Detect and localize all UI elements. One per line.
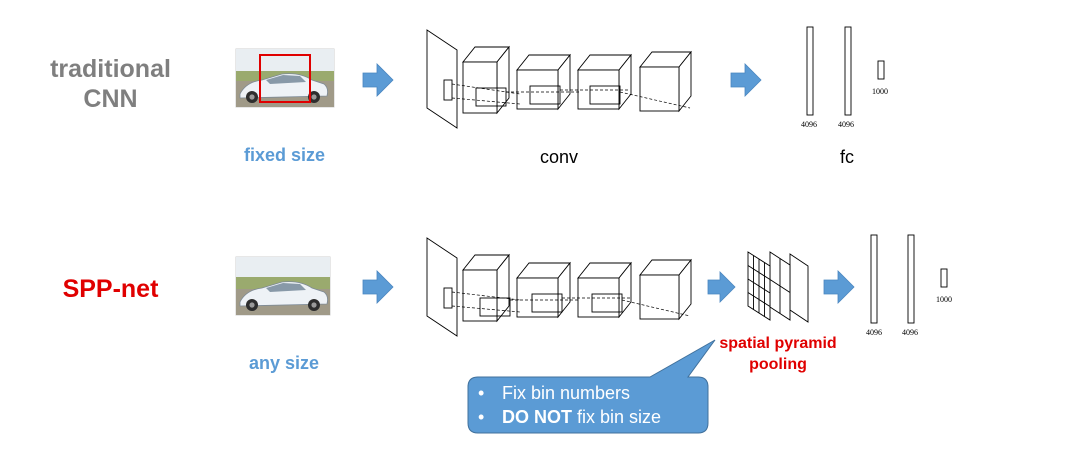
input-image-fixed bbox=[235, 48, 335, 108]
conv-block bbox=[639, 258, 692, 321]
conv-stack bbox=[426, 29, 692, 129]
input-volume bbox=[426, 237, 458, 337]
arrow-right bbox=[707, 271, 736, 303]
pyramid-level-4x4 bbox=[747, 251, 771, 321]
fc-layer bbox=[870, 234, 878, 324]
arrow-right bbox=[362, 63, 394, 97]
traditional-cnn-title: traditional CNN bbox=[48, 54, 173, 114]
callout-bullet-2: • DO NOT fix bin size bbox=[478, 407, 661, 428]
spp-label: spatial pyramid pooling bbox=[712, 333, 844, 375]
any-size-caption: any size bbox=[249, 353, 320, 373]
callout-bubble bbox=[467, 339, 716, 434]
arrow-right bbox=[362, 270, 394, 304]
fc-label: fc bbox=[840, 147, 855, 167]
fc-layers bbox=[806, 26, 885, 116]
fixed-size-caption: fixed size bbox=[244, 145, 326, 165]
callout-bullet-1: • Fix bin numbers bbox=[478, 383, 630, 404]
conv-block bbox=[577, 53, 632, 111]
bullet-2-bold: DO NOT bbox=[502, 407, 572, 427]
conv-stack bbox=[426, 237, 692, 337]
receptive-lines bbox=[451, 291, 691, 317]
input-volume bbox=[426, 29, 458, 129]
fc-size-label: 4096 bbox=[866, 328, 882, 337]
title-line-2: CNN bbox=[83, 85, 138, 113]
fc-layer bbox=[940, 268, 948, 288]
conv-block bbox=[516, 53, 571, 111]
pyramid-level-2x2 bbox=[769, 251, 791, 321]
fc-layer bbox=[907, 234, 915, 324]
conv-block bbox=[639, 50, 692, 113]
bullet-dot: • bbox=[478, 383, 485, 403]
spp-label-line-2: pooling bbox=[749, 356, 807, 373]
conv-block bbox=[462, 253, 511, 323]
spp-label-line-1: spatial pyramid bbox=[719, 335, 837, 352]
fc-size-label: 4096 bbox=[902, 328, 918, 337]
bullet-2-text: fix bin size bbox=[572, 407, 662, 427]
title-line-1: traditional bbox=[50, 55, 171, 83]
bullet-dot: • bbox=[478, 407, 485, 427]
fc-size-label: 1000 bbox=[872, 87, 888, 96]
spp-grids bbox=[747, 251, 809, 323]
crop-box bbox=[259, 54, 311, 103]
fc-size-label: 1000 bbox=[936, 295, 952, 304]
arrow-right bbox=[730, 63, 762, 97]
receptive-lines bbox=[451, 83, 691, 109]
sppnet-title: SPP-net bbox=[62, 275, 159, 303]
fc-layers bbox=[870, 234, 948, 324]
conv-block bbox=[516, 261, 571, 319]
fc-size-label: 4096 bbox=[838, 120, 854, 129]
fc-layer bbox=[877, 60, 885, 80]
arrow-right bbox=[823, 270, 855, 304]
fc-layer bbox=[806, 26, 814, 116]
conv-block bbox=[462, 45, 510, 115]
fc-size-label: 4096 bbox=[801, 120, 817, 129]
fc-layer bbox=[844, 26, 852, 116]
bullet-1-text: Fix bin numbers bbox=[502, 383, 631, 403]
conv-block bbox=[577, 261, 632, 319]
pyramid-level-1x1 bbox=[789, 253, 809, 323]
input-image-any bbox=[235, 256, 331, 316]
conv-label: conv bbox=[540, 147, 579, 167]
